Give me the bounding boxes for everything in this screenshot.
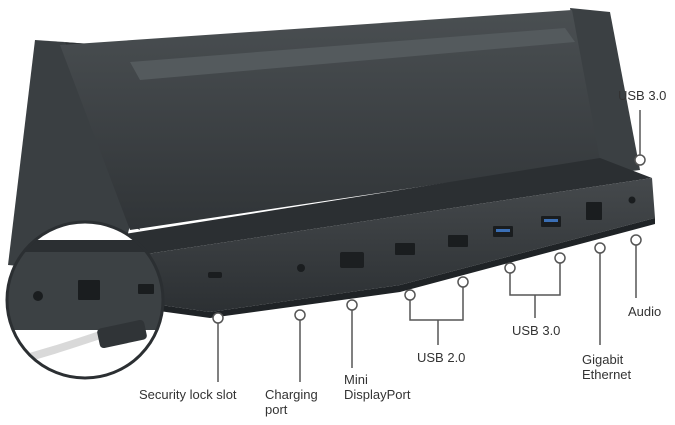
callout-dot-usb3-a	[504, 262, 516, 274]
leader-usb3-bracket	[509, 263, 561, 296]
label-gigabit-line2: Ethernet	[582, 367, 632, 382]
callout-dot-ethernet	[594, 242, 606, 254]
label-mini-dp-line2: DisplayPort	[344, 387, 411, 402]
label-charging-line2: port	[265, 402, 288, 417]
label-usb3-top: USB 3.0	[618, 88, 667, 103]
dock-top-deck	[100, 158, 652, 255]
charging-port-icon	[297, 264, 305, 272]
label-charging-line1: Charging	[265, 387, 318, 402]
usb2-port-icon	[448, 235, 468, 247]
callout-dot-usb2-a	[404, 289, 416, 301]
label-audio: Audio	[628, 304, 662, 319]
inset-ring	[5, 220, 165, 380]
label-usb2: USB 2.0	[417, 350, 466, 365]
leader-usb2-bracket	[409, 287, 464, 321]
inset-dock-top	[7, 240, 163, 252]
label-usb3-bottom: USB 3.0	[512, 323, 561, 338]
label-charging-port: Charging port	[265, 387, 318, 417]
dock-back-ridge	[130, 28, 575, 80]
audio-jack-icon	[628, 196, 636, 204]
callout-dot-usb3-b	[554, 252, 566, 264]
usb3-port-tongue	[544, 219, 558, 222]
inset-audio-jack-icon	[33, 291, 43, 301]
label-mini-displayport: Mini DisplayPort	[344, 372, 410, 402]
charging-connector	[97, 319, 147, 349]
leader-lines	[212, 110, 646, 382]
ethernet-port-icon	[586, 202, 602, 220]
usb2-port-icon	[395, 243, 415, 255]
callout-dot-security	[212, 312, 224, 324]
mini-displayport-icon	[340, 252, 364, 268]
label-security-lock-slot: Security lock slot	[139, 387, 237, 402]
magnifier-inset	[5, 220, 165, 380]
label-gigabit-line1: Gigabit	[582, 352, 624, 367]
callout-dot-usb3-top	[634, 154, 646, 166]
dock-right-wing	[570, 8, 640, 175]
callout-dot-mini-dp	[346, 299, 358, 311]
callout-dot-charging	[294, 309, 306, 321]
dock-bottom-edge	[20, 218, 655, 318]
port-row	[208, 196, 636, 278]
callout-dot-usb2-b	[457, 276, 469, 288]
label-gigabit-ethernet: Gigabit Ethernet	[582, 352, 631, 382]
security-lock-slot-icon	[208, 272, 222, 278]
inset-ethernet-port-icon	[78, 280, 100, 300]
callout-dot-audio	[630, 234, 642, 246]
usb3-port-tongue	[496, 229, 510, 232]
inset-port-icon	[138, 284, 154, 294]
dock-body	[8, 8, 655, 318]
dock-front-face	[20, 178, 655, 312]
label-mini-dp-line1: Mini	[344, 372, 368, 387]
